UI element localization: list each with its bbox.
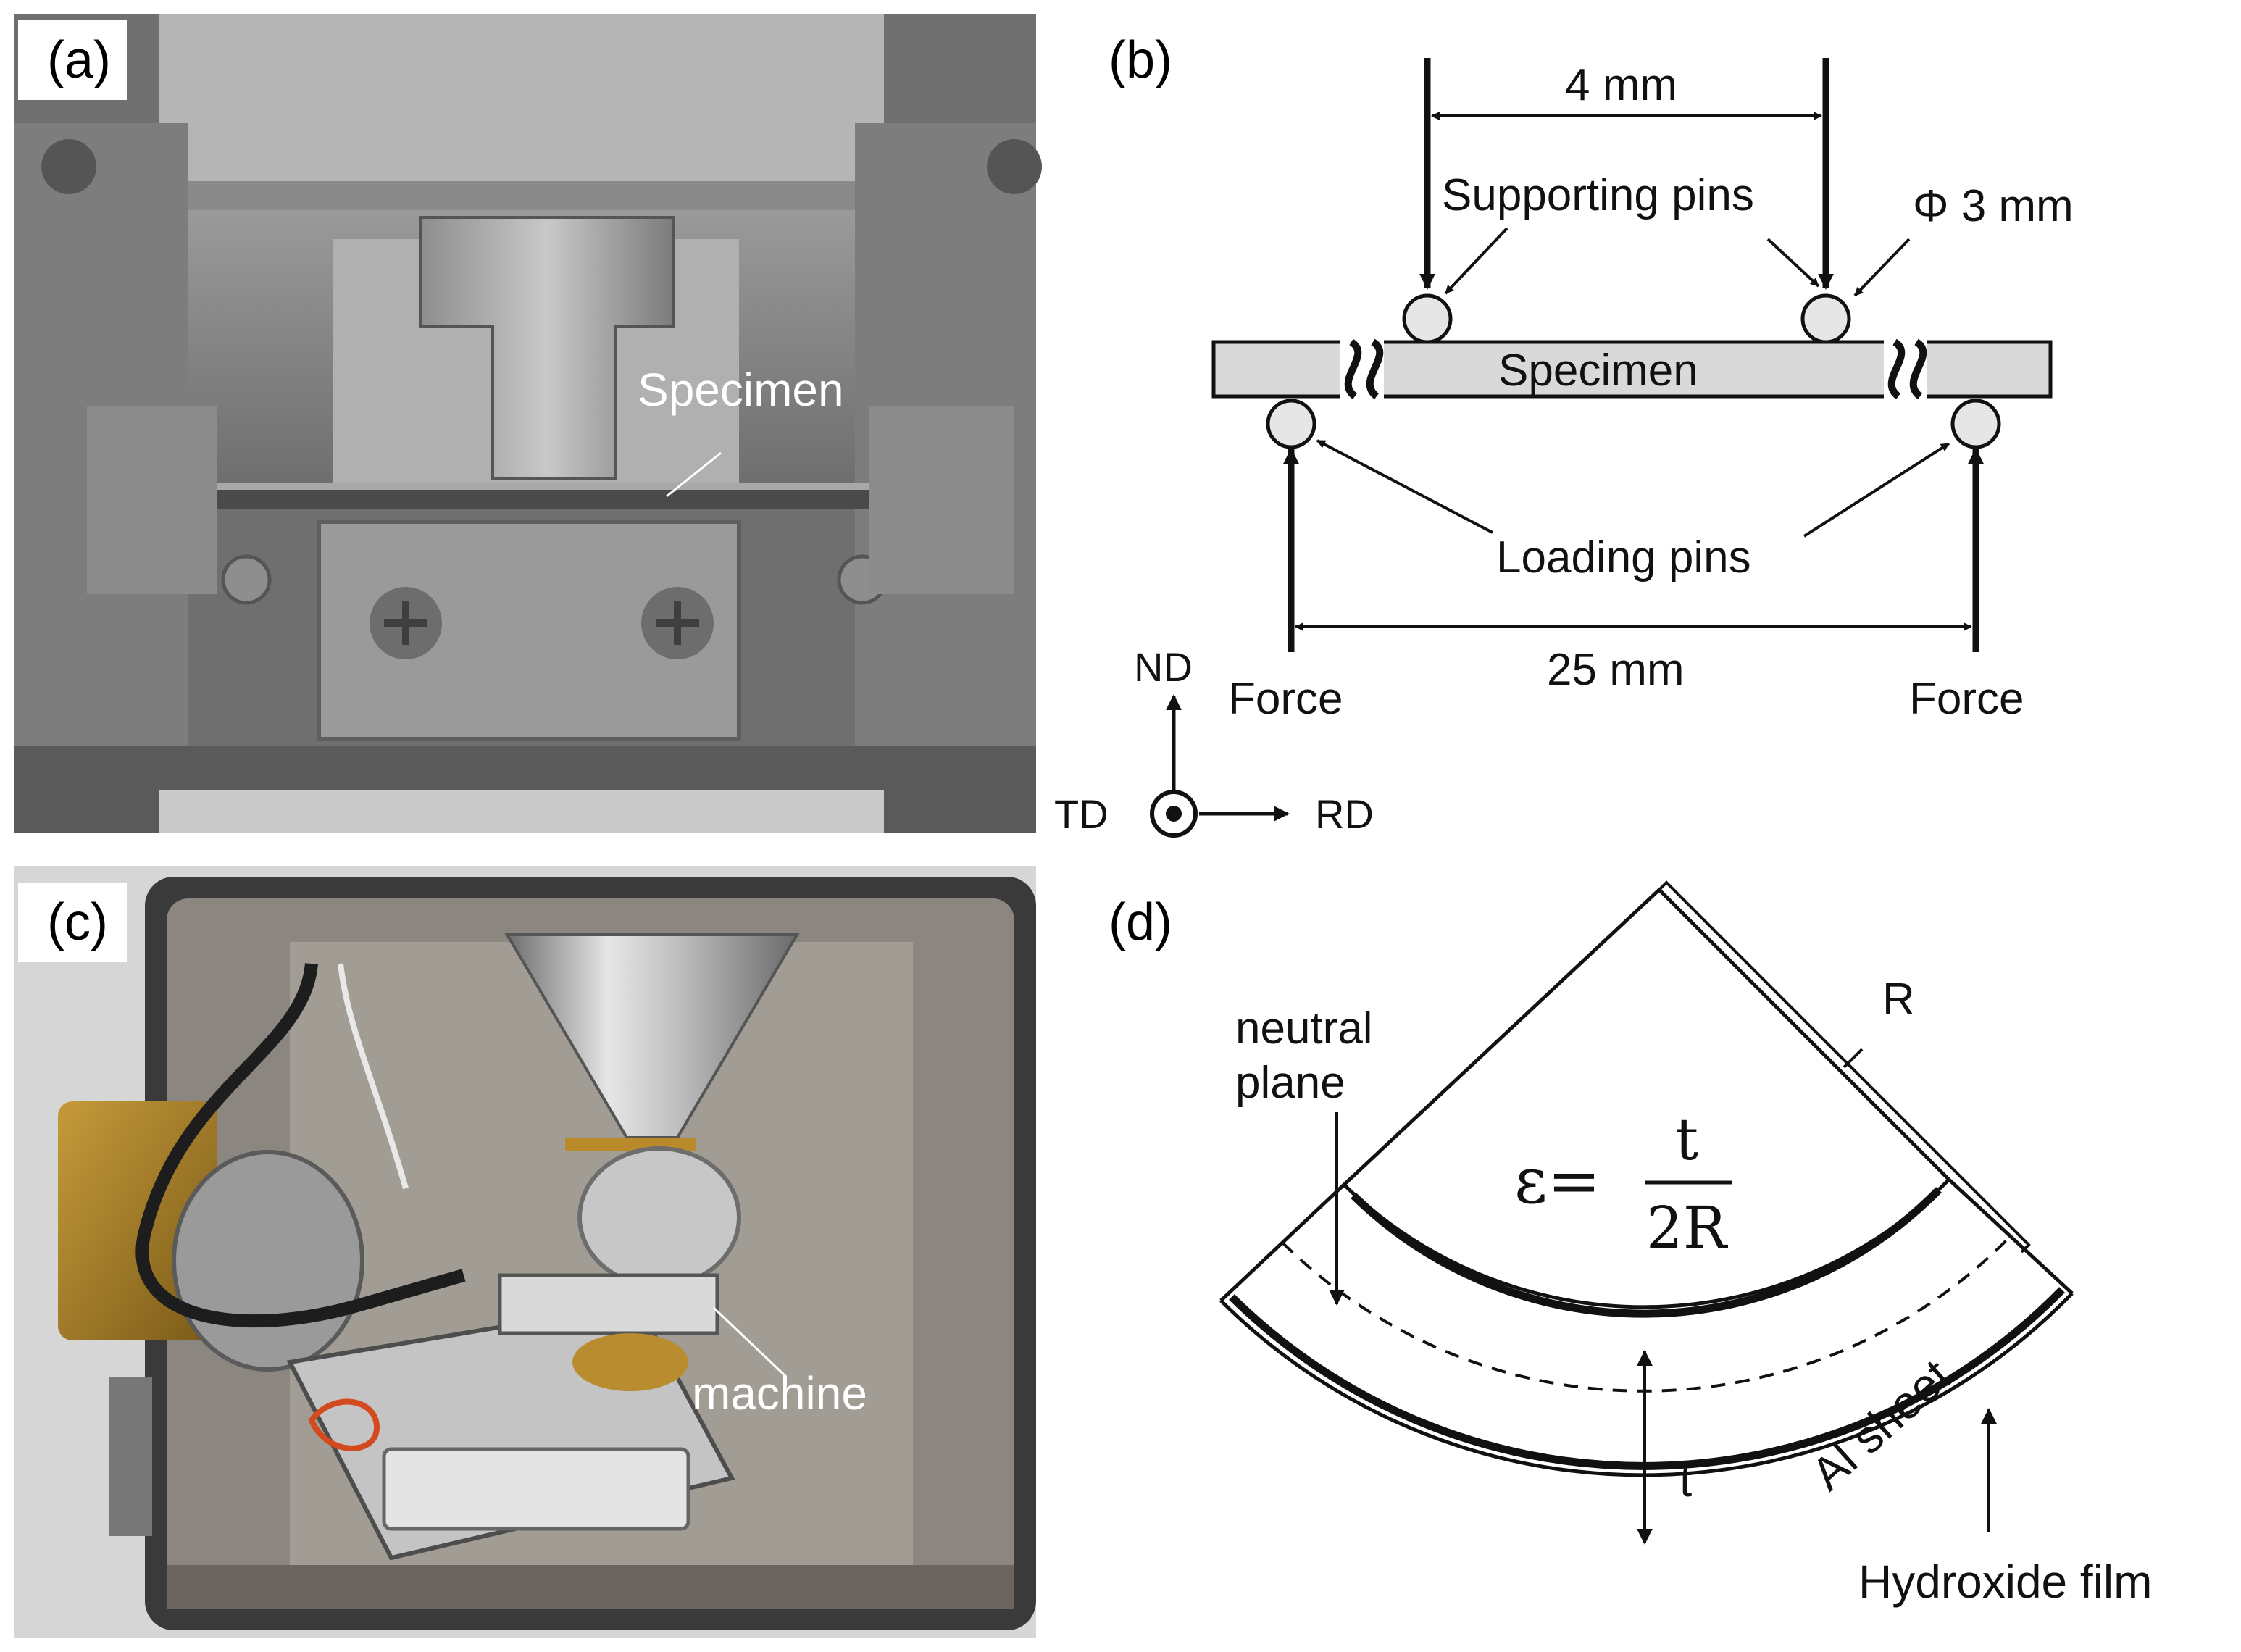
loading-pin-left: [1266, 399, 1316, 449]
rd-axis-label: RD: [1315, 791, 1374, 837]
break-symbol-left: [1344, 338, 1384, 400]
nd-axis-label: ND: [1134, 644, 1193, 690]
panel-d-tag: (d): [1080, 883, 1188, 962]
hydroxide-film-label: Hydroxide film: [1858, 1556, 2152, 1608]
td-axis-label: TD: [1054, 791, 1109, 837]
supporting-pins-pointer-right: [1766, 238, 1820, 288]
panel-c-tag: (c): [18, 883, 127, 962]
supporting-pin-right: [1800, 293, 1851, 344]
specimen-label-a: Specimen: [638, 364, 844, 416]
thickness-label: t: [1679, 1456, 1692, 1506]
al-sheet-label: Al sheet: [1801, 1349, 1961, 1500]
panel-a-photo: [14, 14, 1042, 833]
formula-lhs: ε=: [1514, 1143, 1601, 1218]
force-label-right: Force: [1909, 674, 2024, 724]
force-label-left: Force: [1228, 674, 1343, 724]
loading-pins-pointer-right: [1803, 442, 1950, 538]
pin-diameter-pointer: [1853, 238, 1911, 297]
pin-diameter-label: Φ 3 mm: [1913, 181, 2074, 231]
radius-label: R: [1882, 975, 1915, 1025]
break-symbol-right: [1887, 338, 1927, 400]
specimen-label-b: Specimen: [1498, 346, 1698, 396]
formula-denominator: 2R: [1646, 1194, 1729, 1261]
supporting-pin-left: [1402, 293, 1453, 344]
loading-pins-pointer-left: [1316, 439, 1493, 534]
loading-pins-label: Loading pins: [1496, 533, 1751, 583]
formula-numerator: t: [1675, 1106, 1698, 1173]
panel-c-photo: [14, 866, 1036, 1638]
supporting-pins-pointer-left: [1444, 227, 1508, 295]
neutral-plane-label-line2: plane: [1235, 1058, 1345, 1108]
pin-spacing-label: 4 mm: [1565, 60, 1677, 110]
panel-b-tag: (b): [1080, 20, 1188, 100]
span-label: 25 mm: [1547, 645, 1684, 695]
machine-label-c: machine: [692, 1367, 867, 1419]
neutral-plane-label-line1: neutral: [1235, 1004, 1373, 1054]
loading-pin-right: [1950, 399, 2001, 449]
supporting-pins-label: Supporting pins: [1442, 170, 1754, 220]
panel-a-tag: (a): [18, 20, 127, 100]
